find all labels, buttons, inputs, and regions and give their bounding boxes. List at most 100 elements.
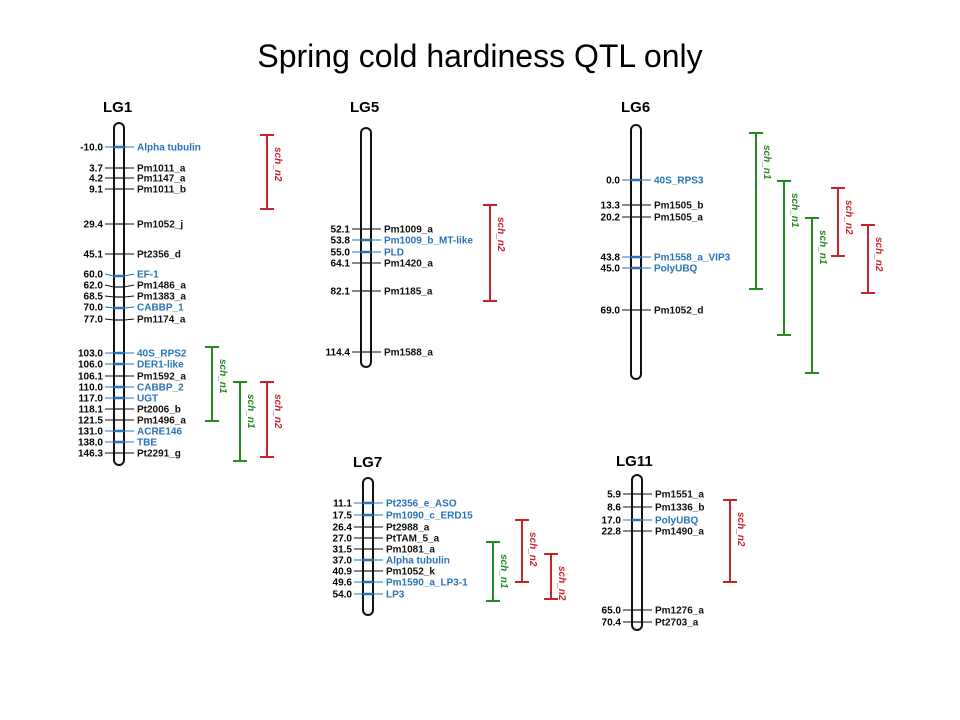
marker-name: Alpha tubulin (137, 143, 201, 154)
qtl-bracket: sch_n2 (544, 553, 567, 601)
marker-position: 60.0 (84, 270, 104, 281)
marker: 31.5 Pm1081_a (333, 545, 436, 556)
qtl-bracket: sch_n1 (486, 541, 509, 602)
marker-name: Pm1558_a_VIP3 (654, 253, 731, 264)
chromosome-bar (113, 122, 125, 466)
marker-name: CABBP_1 (137, 303, 184, 314)
marker-name: DER1-like (137, 360, 184, 371)
qtl-label: sch_n2 (556, 566, 567, 601)
marker-name: Pt2291_g (137, 449, 181, 460)
page-title: Spring cold hardiness QTL only (257, 38, 703, 74)
marker: 77.0 Pm1174_a (84, 315, 186, 326)
marker-name: Pm1052_d (654, 306, 703, 317)
marker-name: Pm1174_a (137, 315, 186, 326)
marker-position: 146.3 (78, 449, 103, 460)
marker-position: 70.4 (602, 618, 622, 629)
marker-name: Pm1081_a (386, 545, 435, 556)
marker: 45.0 PolyUBQ (601, 264, 698, 275)
marker-name: UGT (137, 394, 158, 405)
qtl-label: sch_n2 (735, 512, 746, 547)
marker: 3.7 Pm1011_a (89, 164, 186, 175)
marker-name: Pm1551_a (655, 490, 704, 501)
qtl-bracket: sch_n2 (260, 381, 283, 458)
marker-position: 117.0 (79, 394, 104, 405)
marker-name: Pm1336_b (655, 503, 704, 514)
marker-position: 45.0 (601, 264, 621, 275)
marker-name: TBE (137, 438, 157, 449)
marker-position: 11.1 (333, 499, 352, 510)
marker-position: 70.0 (84, 303, 104, 314)
marker-position: 131.0 (78, 427, 103, 438)
marker-name: Pm1496_a (137, 416, 186, 427)
qtl-bracket: sch_n2 (723, 499, 746, 583)
linkage-group-title: LG1 (103, 99, 132, 116)
marker-name: Pm1592_a (137, 372, 186, 383)
marker-position: 27.0 (333, 534, 353, 545)
marker-name: EF-1 (137, 270, 159, 281)
marker-position: 8.6 (607, 503, 621, 514)
qtl-bracket: sch_n2 (861, 224, 884, 294)
marker-position: 49.6 (333, 578, 353, 589)
marker-position: 4.2 (89, 174, 103, 185)
marker-position: 9.1 (89, 185, 103, 196)
marker-connector-left (104, 273, 115, 277)
marker-name: Pm1090_c_ERD15 (386, 511, 473, 522)
marker-connector-left (104, 306, 115, 309)
qtl-label: sch_n1 (498, 554, 509, 589)
marker-position: 106.1 (78, 372, 103, 383)
marker-name: Pm1185_a (384, 287, 433, 298)
marker-position: 54.0 (333, 590, 353, 601)
marker-name: Pm1011_a (137, 164, 186, 175)
marker-connector-left (104, 318, 115, 321)
marker-position: -10.0 (80, 143, 103, 154)
marker-position: 3.7 (89, 164, 103, 175)
qtl-bracket: sch_n1 (777, 180, 800, 336)
marker-position: 65.0 (602, 606, 622, 617)
marker-position: 52.1 (331, 225, 351, 236)
marker: 117.0 UGT (79, 394, 159, 405)
marker-name: Pt2703_a (655, 618, 699, 629)
marker-name: Pt2356_d (137, 250, 181, 261)
marker-name: LP3 (386, 590, 405, 601)
linkage-group-title: LG11 (616, 453, 653, 470)
marker-position: 17.0 (602, 516, 622, 527)
qtl-label: sch_n1 (217, 359, 228, 394)
marker-name: Pm1009_a (384, 225, 433, 236)
marker: 106.1 Pm1592_a (78, 372, 186, 383)
marker-position: 0.0 (606, 176, 620, 187)
marker-connector-right (123, 318, 135, 321)
linkage-group-title: LG5 (350, 99, 379, 116)
qtl-label: sch_n2 (873, 237, 884, 272)
qtl-bracket: sch_n1 (805, 217, 828, 374)
marker-name: Pt2988_a (386, 523, 430, 534)
marker-name: PolyUBQ (655, 516, 699, 527)
marker-position: 37.0 (333, 556, 353, 567)
marker-name: ACRE146 (137, 427, 182, 438)
marker: 8.6 Pm1336_b (607, 503, 704, 514)
qtl-label: sch_n2 (527, 532, 538, 567)
marker-connector-right (123, 295, 135, 298)
chromosome-bar (360, 127, 372, 368)
marker-position: 55.0 (331, 248, 351, 259)
qtl-bracket: sch_n2 (483, 204, 506, 302)
marker-name: Pm1052_k (386, 567, 435, 578)
marker-position: 29.4 (84, 220, 104, 231)
marker-name: PolyUBQ (654, 264, 698, 275)
marker: 146.3 Pt2291_g (78, 449, 181, 460)
marker-name: Pt2006_b (137, 405, 181, 416)
marker-position: 77.0 (84, 315, 104, 326)
marker-position: 62.0 (84, 281, 104, 292)
marker-position: 31.5 (333, 545, 353, 556)
